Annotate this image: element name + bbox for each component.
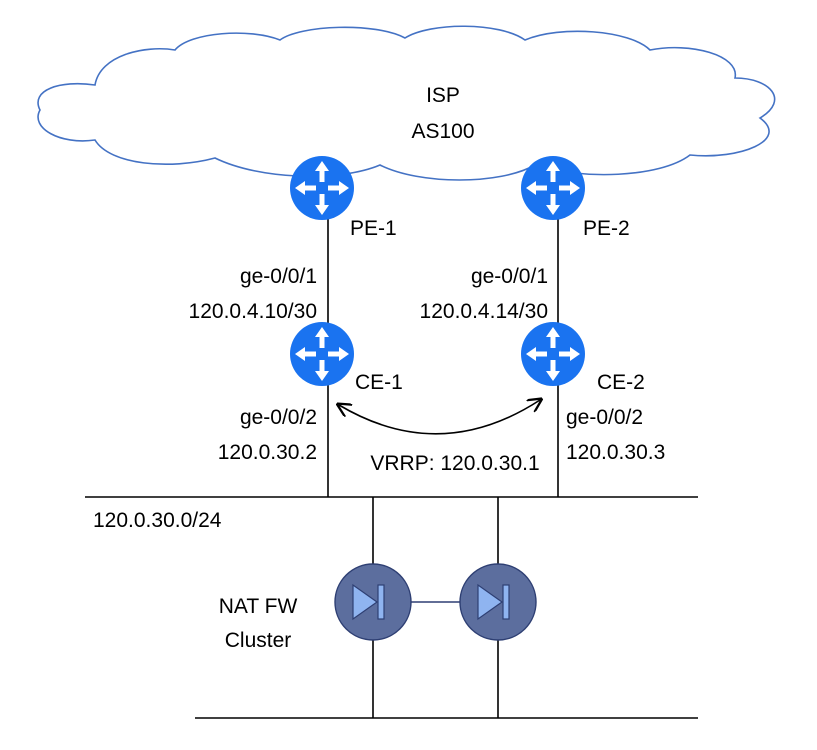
router-icon <box>521 322 585 386</box>
firewall-cluster: NAT FW Cluster <box>219 563 537 652</box>
firewall-symbol <box>352 583 379 621</box>
ce2-lan-interface: ge-0/0/2 <box>566 406 643 429</box>
lan-subnet-label: 120.0.30.0/24 <box>93 509 222 532</box>
router-pe1: PE-1 <box>290 156 397 240</box>
router-icon <box>290 156 354 220</box>
router-label-pe1: PE-1 <box>350 217 397 240</box>
firewall-cluster-label-line1: NAT FW <box>219 595 298 618</box>
router-label-ce2: CE-2 <box>597 371 645 394</box>
cloud-label-as: AS100 <box>411 120 474 143</box>
ce1-lan-interface: ge-0/0/2 <box>240 406 317 429</box>
pe1-ce1-interface: ge-0/0/1 <box>240 265 317 288</box>
ce2-lan-ip: 120.0.30.3 <box>566 441 665 464</box>
firewall-symbol-bar <box>377 584 385 620</box>
vrrp-arrow <box>339 400 540 435</box>
firewall-symbol <box>477 583 504 621</box>
router-icon <box>290 322 354 386</box>
firewall-symbol-bar <box>502 584 510 620</box>
firewall-2 <box>459 563 537 641</box>
pe2-ce2-interface: ge-0/0/1 <box>471 265 548 288</box>
ce1-lan-ip: 120.0.30.2 <box>218 441 317 464</box>
router-label-pe2: PE-2 <box>583 217 630 240</box>
router-ce1: CE-1 <box>290 322 403 394</box>
isp-cloud: ISP AS100 <box>37 25 776 181</box>
router-icon <box>521 156 585 220</box>
cloud-label-isp: ISP <box>426 84 460 107</box>
cloud-icon <box>37 25 776 181</box>
router-pe2: PE-2 <box>521 156 630 240</box>
pe1-ce1-ip: 120.0.4.10/30 <box>189 300 317 323</box>
pe2-ce2-ip: 120.0.4.14/30 <box>420 300 548 323</box>
router-label-ce1: CE-1 <box>355 371 403 394</box>
router-ce2: CE-2 <box>521 322 645 394</box>
vrrp-label: VRRP: 120.0.30.1 <box>370 452 539 475</box>
firewall-cluster-label-line2: Cluster <box>225 629 292 652</box>
firewall-1 <box>334 563 412 641</box>
